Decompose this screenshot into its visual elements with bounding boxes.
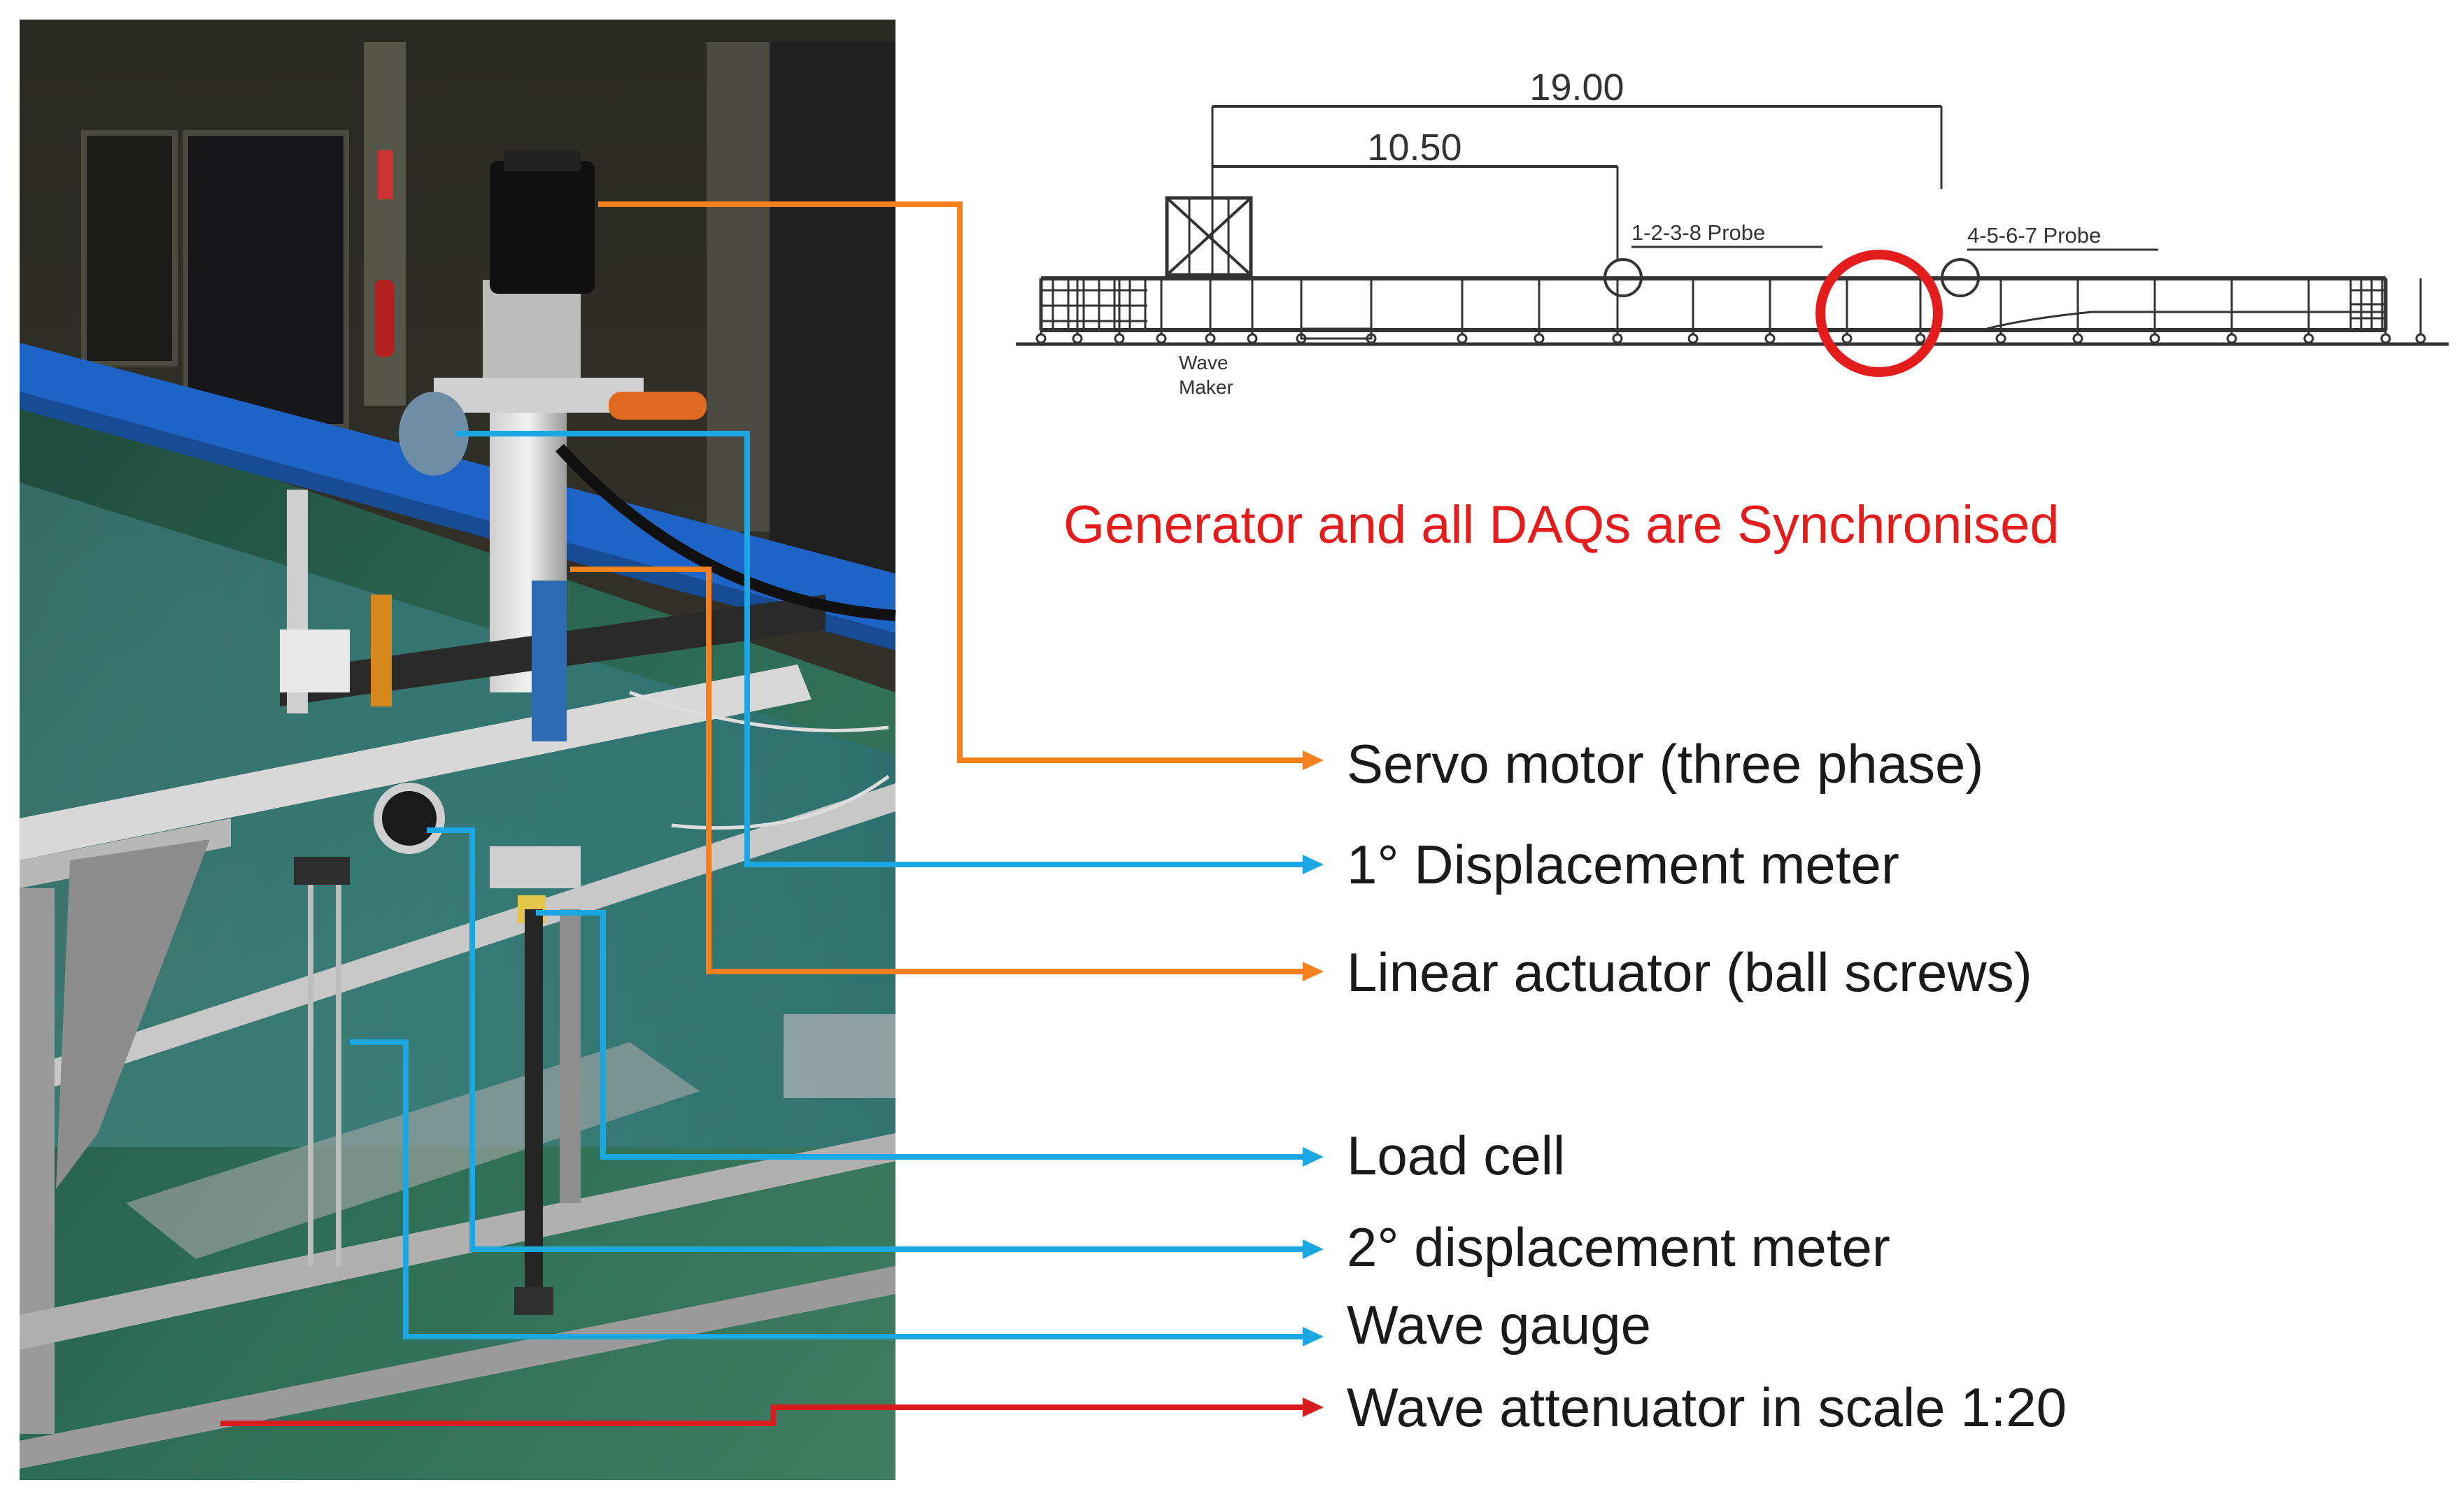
flume-post-foot xyxy=(1764,333,1776,344)
servo-motor-cap xyxy=(504,150,581,171)
servo-motor-body xyxy=(490,161,595,294)
flume-post-foot xyxy=(1156,333,1167,344)
carriage-brace xyxy=(56,839,210,1189)
bottom-rail xyxy=(20,1266,895,1469)
wave-maker-cross xyxy=(1166,197,1252,276)
leader-line xyxy=(427,827,1308,1252)
flume-post-foot xyxy=(2072,333,2083,344)
orange-clamp xyxy=(371,595,392,706)
flume-post-foot xyxy=(1247,333,1258,344)
leader-arrowhead xyxy=(1303,1397,1324,1417)
probe-circle-2 xyxy=(1941,258,1980,297)
gearbox xyxy=(483,280,581,385)
test-location-highlight xyxy=(1815,250,1943,377)
window-frame xyxy=(183,130,349,429)
leader-line xyxy=(350,1039,1308,1339)
orange-handle xyxy=(609,392,707,420)
tray xyxy=(126,1042,700,1259)
wave-gauge-head xyxy=(294,857,350,885)
wave-gauge-wire xyxy=(336,874,341,1266)
probe-group-1-label: 1-2-3-8 Probe xyxy=(1631,220,1765,245)
probe-group-2-label: 4-5-6-7 Probe xyxy=(1967,223,2101,248)
flume-post-foot xyxy=(1841,333,1853,344)
support-rod xyxy=(560,909,581,1203)
dimension-label-short: 10.50 xyxy=(1367,127,1461,169)
flume-post-foot xyxy=(1072,333,1083,344)
carriage-beam xyxy=(20,664,812,860)
flume-post-foot xyxy=(1534,333,1545,344)
fire-sign xyxy=(378,150,393,199)
flume-post-foot xyxy=(2226,333,2237,344)
window-frame xyxy=(81,130,178,367)
callout-leaders xyxy=(220,201,1324,1426)
leader-line xyxy=(598,201,1308,763)
flume-post-foot xyxy=(2415,333,2426,344)
flume-post-foot xyxy=(1457,333,1468,344)
flume-rail-side xyxy=(20,392,895,650)
flume-post-foot xyxy=(1687,333,1699,344)
leader-line xyxy=(536,910,1308,1160)
beach-slope xyxy=(1986,311,2386,330)
flume-post-foot xyxy=(1915,333,1926,344)
flume-post-foot xyxy=(1205,333,1216,344)
flume-grid-left xyxy=(1041,280,1147,329)
cable xyxy=(629,690,889,732)
rod-foot xyxy=(514,1287,553,1315)
blue-clamp xyxy=(532,581,567,741)
leader-arrowhead xyxy=(1303,1147,1324,1167)
callout-load-cell: Load cell xyxy=(1347,1125,1566,1186)
callout-wave-attenuator: Wave attenuator in scale 1:20 xyxy=(1347,1376,2067,1438)
flume-rail-top xyxy=(20,343,895,633)
leader-line xyxy=(220,1404,1308,1426)
callout-displacement-meter-2: 2° displacement meter xyxy=(1347,1216,1890,1278)
leader-arrowhead xyxy=(1303,1327,1324,1346)
flume-posts xyxy=(1035,278,2426,344)
leader-line xyxy=(456,431,1308,867)
flume-post-foot xyxy=(1035,333,1047,344)
flume-glass xyxy=(20,483,895,1147)
flume-post-foot xyxy=(2149,333,2160,344)
wave-gauge-wire xyxy=(308,874,313,1266)
load-cell-plate xyxy=(490,846,581,888)
probe-circle-1 xyxy=(1603,258,1643,297)
displacement-meter-2 xyxy=(374,783,445,854)
cable xyxy=(671,774,890,830)
callout-servo-motor: Servo motor (three phase) xyxy=(1347,733,1984,795)
wave-maker-label-line1: Wave xyxy=(1179,352,1229,374)
sync-banner: Generator and all DAQs are Synchronised xyxy=(1063,495,2060,555)
flume-grid-right xyxy=(2349,280,2386,329)
dimension-label-long: 19.00 xyxy=(1529,66,1624,108)
flume-post-foot xyxy=(2303,333,2314,344)
flume-schematic xyxy=(1016,105,2449,377)
extinguisher xyxy=(374,280,394,357)
bottom-rail xyxy=(20,1133,895,1350)
cable xyxy=(555,443,896,621)
wave-maker-box xyxy=(1165,196,1253,277)
flume-post-foot xyxy=(1612,333,1623,344)
wave-maker-base xyxy=(1300,327,1373,340)
displacement-meter-1 xyxy=(399,392,469,476)
carriage-leg xyxy=(20,888,55,1434)
pile-rod xyxy=(525,909,543,1301)
callout-displacement-meter-1: 1° Displacement meter xyxy=(1347,834,1899,895)
flume-post-foot xyxy=(2380,333,2391,344)
door xyxy=(770,42,895,616)
column xyxy=(707,42,770,532)
callout-linear-actuator: Linear actuator (ball screws) xyxy=(1347,941,2032,1003)
carriage-diagonal xyxy=(20,783,895,1098)
leader-arrowhead xyxy=(1303,1239,1324,1259)
leader-line xyxy=(570,567,1308,974)
wave-maker-label-line2: Maker xyxy=(1179,376,1233,398)
leader-arrowhead xyxy=(1303,855,1324,874)
callout-wave-gauge: Wave gauge xyxy=(1347,1294,1652,1356)
flume-post-foot xyxy=(1114,333,1125,344)
post-bracket xyxy=(280,629,350,692)
attenuator-block xyxy=(784,1014,895,1098)
leader-arrowhead xyxy=(1303,750,1324,770)
leader-arrowhead xyxy=(1303,962,1324,981)
wave-flume-photo xyxy=(20,20,896,1480)
flume-post-foot xyxy=(1995,333,2006,344)
